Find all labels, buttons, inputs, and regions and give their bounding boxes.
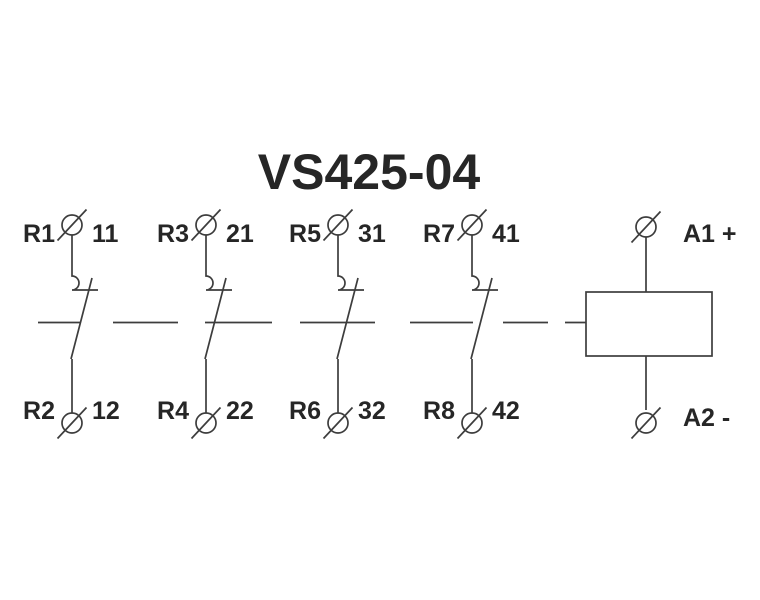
nc-contact-1: R1 11 R2 12: [23, 208, 120, 440]
terminal-circle-bottom: [635, 412, 657, 434]
contact-top-label: R5: [289, 220, 321, 248]
terminal-slash-top-icon: [630, 210, 662, 244]
contact-bottom-terminal: 22: [226, 397, 254, 425]
terminal-slash-top-icon: [56, 208, 88, 242]
contact-top-terminal: 21: [226, 220, 254, 248]
diagram-title: VS425-04: [258, 144, 481, 200]
contact-bottom-terminal: 42: [492, 397, 520, 425]
contact-top-terminal: 41: [492, 220, 520, 248]
nc-contact-symbol: [204, 235, 232, 413]
contact-top-label: R1: [23, 220, 55, 248]
nc-contact-symbol: [70, 235, 98, 413]
contact-bottom-label: R2: [23, 397, 55, 425]
terminal-slash-bottom-icon: [322, 406, 354, 440]
coil-box: [585, 291, 713, 357]
contact-bottom-terminal: 32: [358, 397, 386, 425]
coil-top-terminal: A1 +: [683, 220, 737, 248]
terminal-circle-bottom: [461, 412, 483, 434]
terminal-circle-bottom: [195, 412, 217, 434]
contact-bottom-label: R6: [289, 397, 321, 425]
terminal-circle-bottom: [61, 412, 83, 434]
nc-contact-symbol: [336, 235, 364, 413]
contact-top-label: R7: [423, 220, 455, 248]
terminal-circle-bottom: [327, 412, 349, 434]
contact-bottom-label: R4: [157, 397, 189, 425]
contact-top-label: R3: [157, 220, 189, 248]
terminal-slash-top-icon: [322, 208, 354, 242]
terminal-slash-top-icon: [190, 208, 222, 242]
contact-bottom-terminal: 12: [92, 397, 120, 425]
nc-contact-symbol: [470, 235, 498, 413]
terminal-slash-bottom-icon: [456, 406, 488, 440]
terminal-slash-bottom-icon: [190, 406, 222, 440]
nc-contact-2: R3 21 R4 22: [157, 208, 254, 440]
terminal-slash-bottom-icon: [56, 406, 88, 440]
contact-top-terminal: 11: [92, 220, 119, 248]
terminal-slash-top-icon: [456, 208, 488, 242]
coil-bottom-terminal: A2 -: [683, 404, 730, 432]
nc-contact-4: R7 41 R8 42: [423, 208, 520, 440]
contact-bottom-label: R8: [423, 397, 455, 425]
nc-contact-3: R5 31 R6 32: [289, 208, 386, 440]
contact-top-terminal: 31: [358, 220, 386, 248]
terminal-slash-bottom-icon: [630, 406, 662, 440]
coil: A1 + A2 -: [585, 210, 737, 440]
